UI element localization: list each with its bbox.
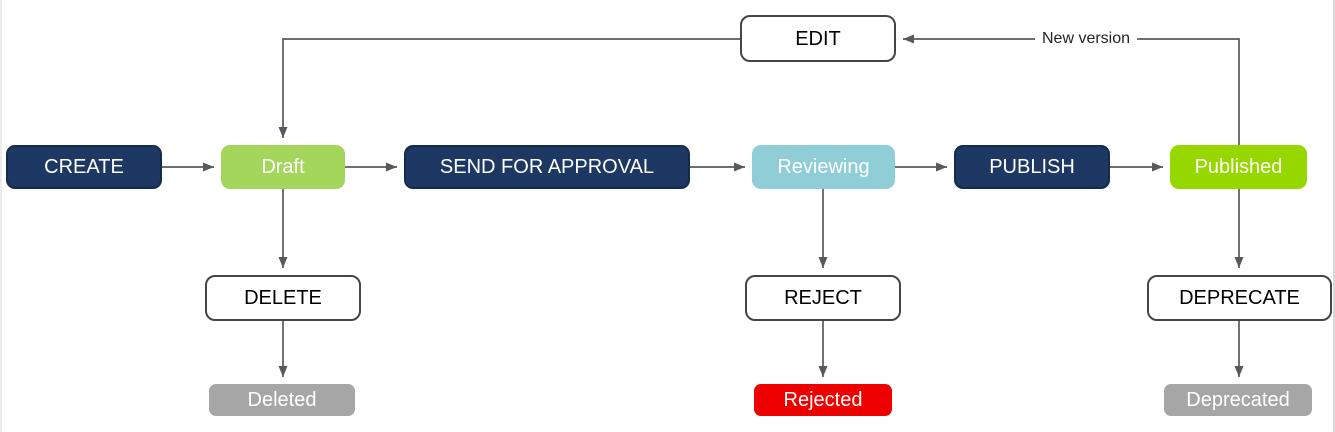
node-reject[interactable]: REJECT <box>745 275 901 321</box>
node-send-for-approval[interactable]: SEND FOR APPROVAL <box>404 145 690 189</box>
edge-label-new-version: New version <box>1034 29 1138 49</box>
edge-published-to-edit-new-version <box>903 34 1240 145</box>
node-deleted[interactable]: Deleted <box>209 384 355 416</box>
node-reviewing[interactable]: Reviewing <box>752 145 895 189</box>
node-deprecate[interactable]: DEPRECATE <box>1147 275 1332 321</box>
node-rejected[interactable]: Rejected <box>754 384 892 416</box>
node-create[interactable]: CREATE <box>6 145 162 189</box>
node-edit[interactable]: EDIT <box>740 15 896 62</box>
node-publish[interactable]: PUBLISH <box>954 145 1110 189</box>
edge-edit-to-draft <box>278 38 740 138</box>
node-published[interactable]: Published <box>1170 145 1307 189</box>
node-delete[interactable]: DELETE <box>205 275 361 321</box>
node-deprecated[interactable]: Deprecated <box>1164 384 1312 416</box>
node-draft[interactable]: Draft <box>221 145 345 189</box>
